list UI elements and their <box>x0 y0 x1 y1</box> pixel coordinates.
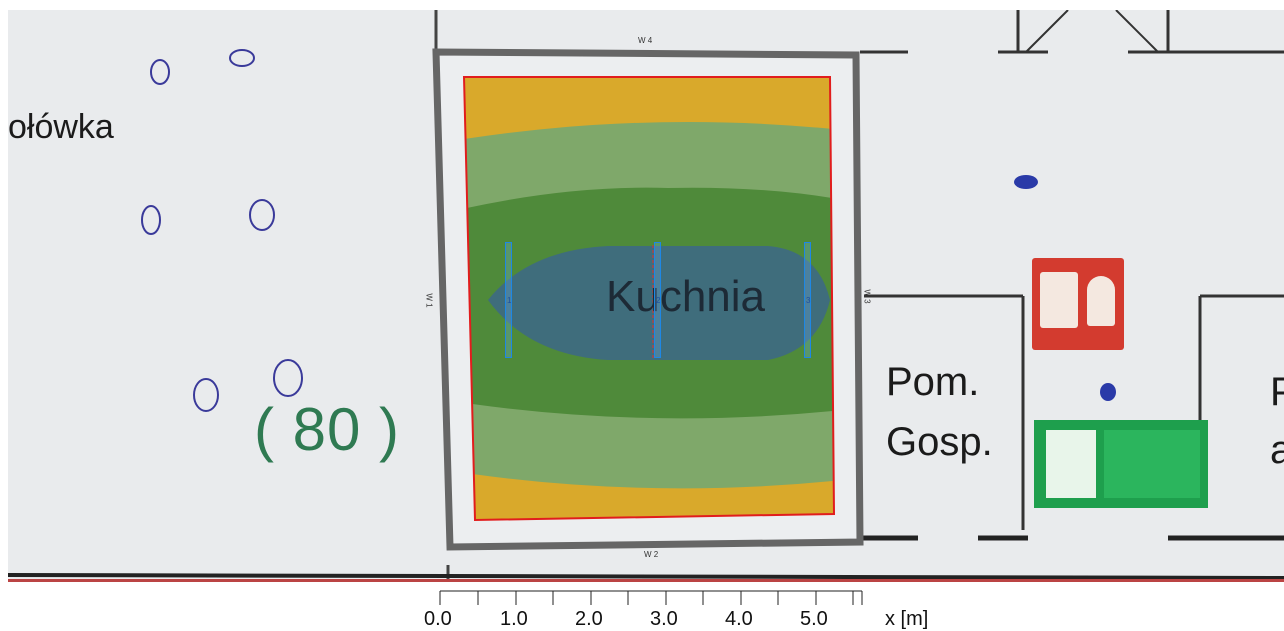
luminaire-1 <box>505 242 512 358</box>
scale-tick-0: 0.0 <box>424 608 452 630</box>
fire-alarm-sign-icon <box>1032 258 1124 350</box>
label-kuchnia: Kuchnia <box>606 272 766 321</box>
wall-label-w4: W 4 <box>638 36 653 45</box>
plan-lines <box>8 10 1284 582</box>
wall-label-w3: W 3 <box>862 289 872 304</box>
label-pom: Pom. <box>886 360 980 404</box>
illuminance-contours <box>464 77 834 520</box>
scale-tick-4: 4.0 <box>725 608 753 630</box>
luminaire-3 <box>804 242 811 358</box>
label-olowka: ołówka <box>8 108 114 146</box>
scale-bar <box>439 590 863 605</box>
scale-tick-3: 3.0 <box>650 608 678 630</box>
scale-tick-1: 1.0 <box>500 608 528 630</box>
wall-label-w2: W 2 <box>644 550 659 559</box>
kuchnia-room <box>432 48 864 551</box>
wall-label-w1: W 1 <box>424 293 434 308</box>
floor-plan-photo: ołówka ( 80 ) Pom. Gosp. P a Kuchnia 1 <box>8 10 1284 582</box>
label-right-a: a <box>1270 428 1284 472</box>
luminaire-2-number: 2 <box>656 296 661 305</box>
scale-unit-label: x [m] <box>885 608 929 630</box>
scale-tick-2: 2.0 <box>575 608 603 630</box>
scale-tick-5: 5.0 <box>800 608 828 630</box>
label-right-p: P <box>1270 370 1284 414</box>
label-80: ( 80 ) <box>254 396 401 463</box>
label-gosp: Gosp. <box>886 420 993 464</box>
luminaire-3-number: 3 <box>806 296 811 305</box>
emergency-exit-sign-icon <box>1034 420 1208 508</box>
luminaire-2 <box>654 242 661 358</box>
room-outline <box>462 76 836 522</box>
luminaire-1-number: 1 <box>507 296 512 305</box>
